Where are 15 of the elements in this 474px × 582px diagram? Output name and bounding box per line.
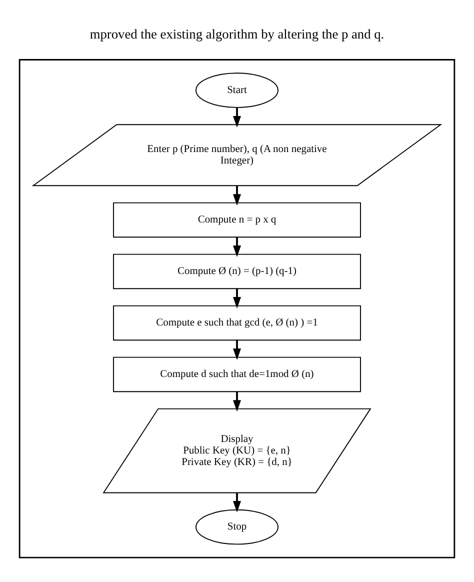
label: mproved the existing algorithm by altering the p and q. xyxy=(90,26,384,42)
node-ellipse: Start xyxy=(196,72,278,108)
node-box: Compute e such that gcd (e, Ø (n) ) =1 xyxy=(113,304,361,340)
arrow xyxy=(232,185,242,206)
arrow xyxy=(232,288,242,308)
node-ellipse: Stop xyxy=(196,508,278,544)
cluster xyxy=(18,58,456,558)
node-box: Compute d such that de=1mod Ø (n) xyxy=(113,356,361,392)
arrow xyxy=(232,107,242,127)
arrow xyxy=(232,391,242,412)
node-box: Compute n = p x q xyxy=(113,202,361,238)
arrow xyxy=(232,492,242,512)
arrow xyxy=(232,340,242,360)
arrow xyxy=(232,236,242,256)
node-box: Compute Ø (n) = (p-1) (q-1) xyxy=(113,253,361,289)
